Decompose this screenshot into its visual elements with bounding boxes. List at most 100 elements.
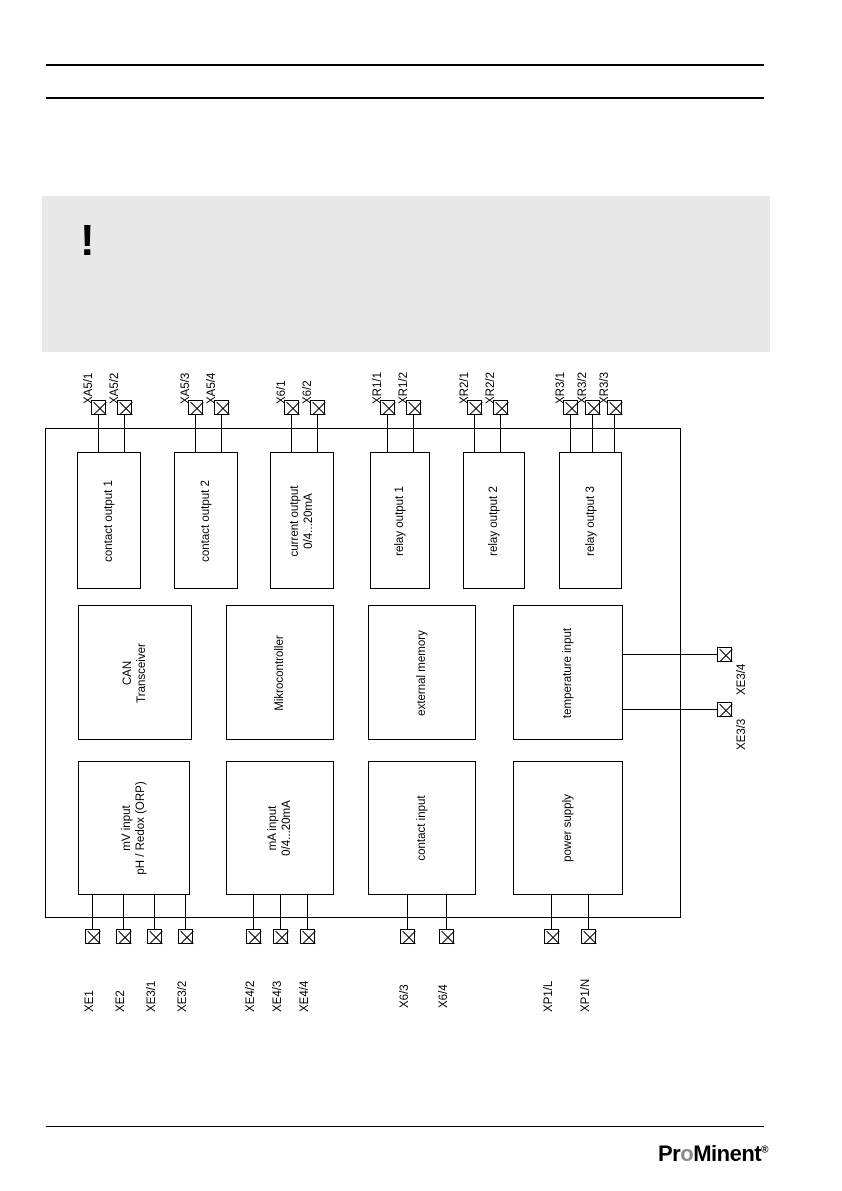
lead-x6-1 [291,415,292,453]
terminal-x6-1[interactable] [284,400,299,415]
lead-xe2 [123,895,124,933]
terminal-xr3-2[interactable] [585,400,600,415]
lead-xe3-2 [185,895,186,933]
terminal-xr1-2[interactable] [406,400,421,415]
block-temperature-input: temperature input [513,605,623,740]
footer-rule [46,1126,764,1127]
terminal-xe3-2[interactable] [178,929,193,944]
terminal-label-xp1-l: XP1/L [543,980,555,1012]
lead-xa5-3 [195,415,196,453]
terminal-xr1-1[interactable] [380,400,395,415]
brand-logo: ProMinent® [658,1141,768,1167]
terminal-x6-4[interactable] [439,929,454,944]
terminal-x6-2[interactable] [310,400,325,415]
block-relay-output-1: relay output 1 [370,452,430,589]
terminal-label-xr2-1: XR2/1 [459,372,471,404]
device-enclosure [45,428,681,918]
terminal-label-xe3-1: XE3/1 [146,980,158,1012]
terminal-label-xp1-n: XP1/N [580,978,592,1012]
block-label-temperature-input: temperature input [562,627,574,718]
terminal-label-xr2-2: XR2/2 [485,372,497,404]
terminal-xa5-2[interactable] [117,400,132,415]
terminal-label-x6-1: X6/1 [276,380,288,404]
terminal-label-xe2: XE2 [115,990,127,1012]
lead-xa5-2 [124,415,125,453]
lead-xp1-n [588,895,589,933]
block-label-can-transceiver: CAN Transceiver [122,642,148,703]
terminal-xa5-4[interactable] [214,400,229,415]
terminal-label-xa5-1: XA5/1 [83,372,95,404]
terminal-label-xe3-2: XE3/2 [177,980,189,1012]
brand-logo-registered-mark: ® [761,1144,768,1156]
terminal-xr2-1[interactable] [467,400,482,415]
header-rule-top [46,64,764,66]
block-power-supply: power supply [513,761,623,895]
block-label-relay-output-3: relay output 3 [584,485,597,556]
terminal-xe2[interactable] [116,929,131,944]
terminal-xe3-1[interactable] [147,929,162,944]
terminal-xe3-4[interactable] [717,647,732,662]
terminal-label-xe4-3: XE4/3 [272,980,284,1012]
brand-logo-pre: Pr [658,1141,681,1166]
terminal-label-xa5-3: XA5/3 [180,372,192,404]
terminal-xe4-4[interactable] [300,929,315,944]
terminal-xa5-3[interactable] [188,400,203,415]
terminal-label-x6-2: X6/2 [302,380,314,404]
block-current-output: current output 0/4...20mA [270,452,334,589]
block-label-power-supply: power supply [562,794,574,862]
terminal-xr3-1[interactable] [563,400,578,415]
lead-xr1-2 [413,415,414,453]
terminal-label-xr1-2: XR1/2 [398,372,410,404]
block-label-mikrocontroller: Mikrocontroller [274,634,286,711]
terminal-xa5-1[interactable] [91,400,106,415]
terminal-label-xe3-4: XE3/4 [736,663,748,695]
block-label-relay-output-2: relay output 2 [488,485,500,556]
block-label-contact-output-2: contact output 2 [200,479,212,562]
lead-x6-4 [446,895,447,933]
terminal-xr3-3[interactable] [607,400,622,415]
terminal-xp1-l[interactable] [544,929,559,944]
terminal-xe4-2[interactable] [246,929,261,944]
terminal-label-xa5-4: XA5/4 [206,372,218,404]
terminal-label-xr1-1: XR1/1 [372,372,384,404]
block-relay-output-2: relay output 2 [463,452,525,589]
block-label-contact-output-1: contact output 1 [103,479,115,562]
terminal-xe1[interactable] [85,929,100,944]
block-external-memory: external memory [368,605,476,740]
block-ma-input: mA input 0/4...20mA [226,761,334,895]
lead-xe3-1 [154,895,155,933]
lead-xr2-2 [500,415,501,453]
terminal-label-xr3-1: XR3/1 [555,372,567,404]
terminal-label-x6-3: X6/3 [399,984,411,1008]
block-label-mv-input: mV input pH / Redox (ORP) [121,781,147,875]
lead-xe4-3 [280,895,281,933]
terminal-xr2-2[interactable] [493,400,508,415]
brand-logo-dim: o [680,1141,694,1166]
terminal-label-xe3-3: XE3/3 [736,718,748,750]
block-can-transceiver: CAN Transceiver [78,605,192,740]
terminal-label-xe4-2: XE4/2 [245,980,257,1012]
lead-xp1-l [551,895,552,933]
lead-xe4-4 [307,895,308,933]
header-rule-bottom [46,97,764,99]
block-label-contact-input: contact input [416,795,428,861]
terminal-xp1-n[interactable] [581,929,596,944]
lead-xr3-2 [592,415,593,453]
lead-xe4-2 [253,895,254,933]
block-contact-output-2: contact output 2 [174,452,238,589]
terminal-label-xe4-4: XE4/4 [299,980,311,1012]
lead-x6-3 [407,895,408,933]
terminal-xe3-3[interactable] [717,702,732,717]
terminal-x6-3[interactable] [400,929,415,944]
terminal-label-x6-4: X6/4 [438,984,450,1008]
terminal-label-xr3-2: XR3/2 [577,372,589,404]
lead-xr3-3 [614,415,615,453]
terminal-label-xa5-2: XA5/2 [109,372,121,404]
terminal-xe4-3[interactable] [273,929,288,944]
lead-xe3-3 [623,709,723,710]
lead-xa5-1 [98,415,99,453]
block-label-current-output: current output 0/4...20mA [289,485,315,556]
block-label-relay-output-1: relay output 1 [394,485,406,556]
lead-xe1 [92,895,93,933]
